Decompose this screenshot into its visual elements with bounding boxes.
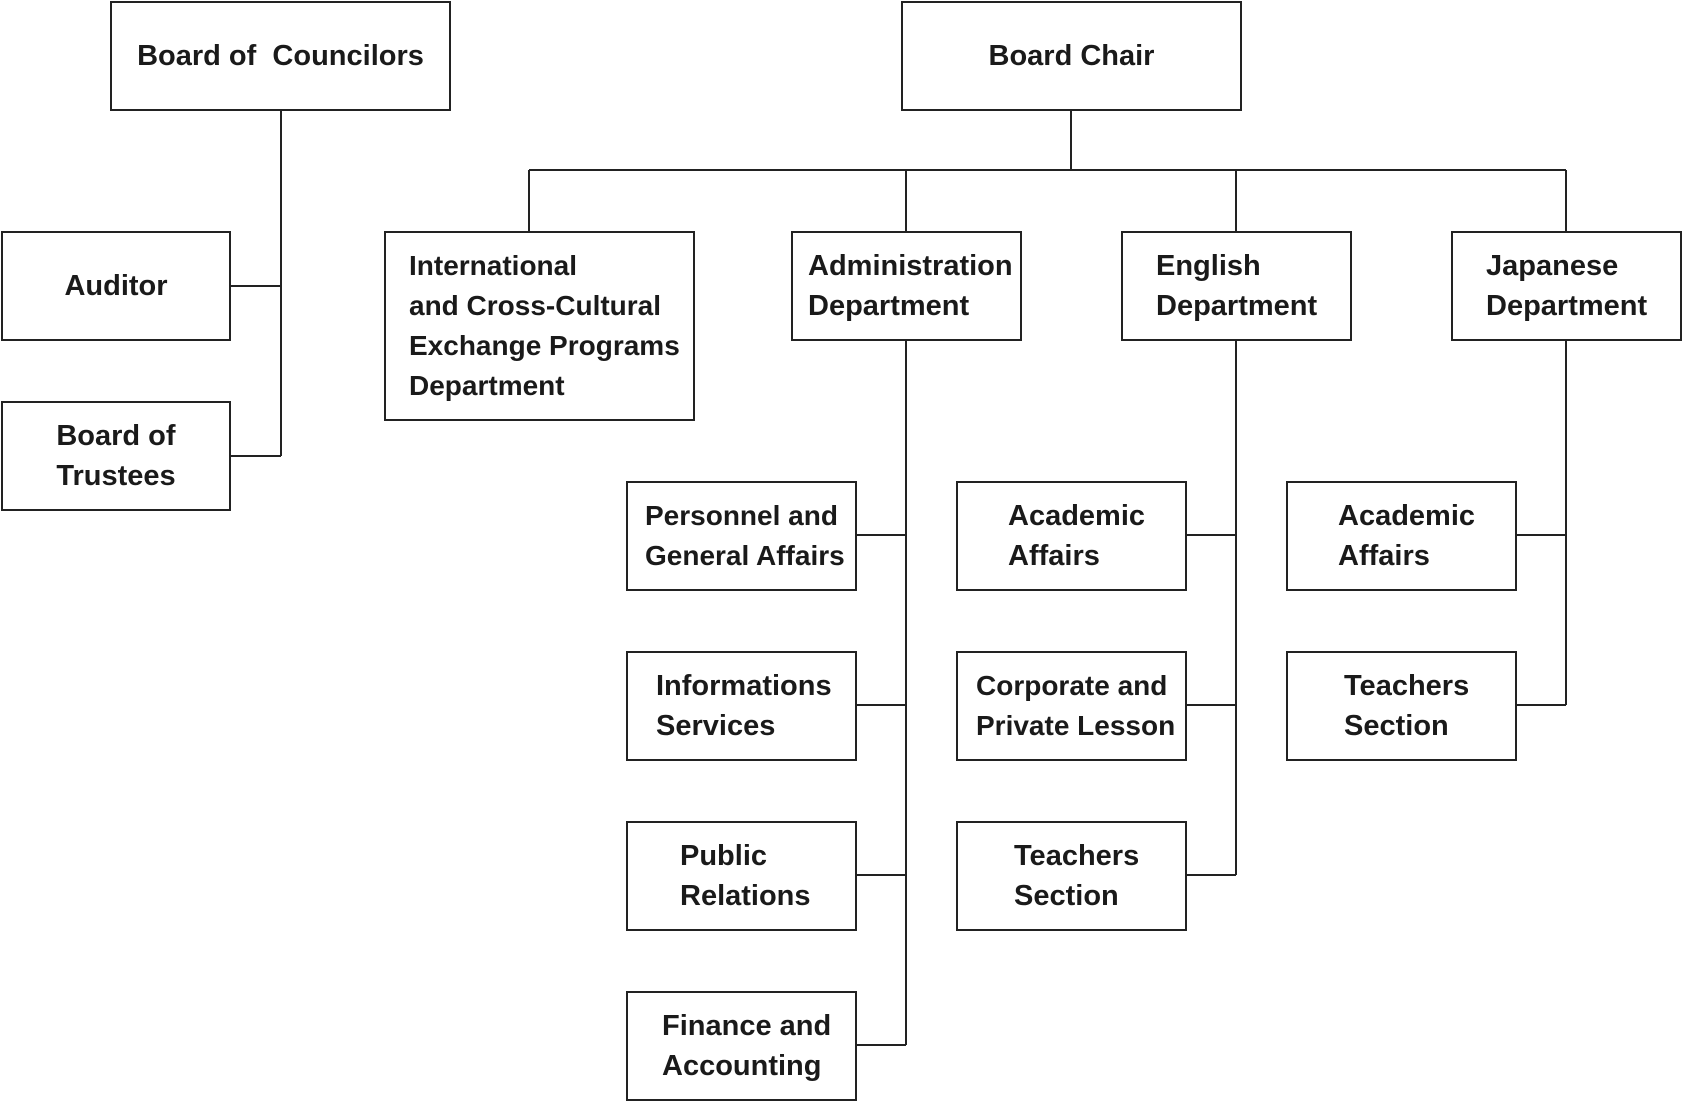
auditor-box: Auditor: [1, 231, 231, 341]
informations-services-box: Informations Services: [626, 651, 857, 761]
board-of-trustees-box: Board of Trustees: [1, 401, 231, 511]
section-label: Public Relations: [680, 840, 811, 912]
english-department-box: English Department: [1121, 231, 1352, 341]
international-department-label: International and Cross-Cultural Exchang…: [409, 250, 680, 401]
auditor-label: Auditor: [64, 270, 168, 302]
english-teachers-section-box: Teachers Section: [956, 821, 1187, 931]
personnel-general-affairs-box: Personnel and General Affairs: [626, 481, 857, 591]
board-of-trustees-label: Board of Trustees: [56, 420, 176, 492]
finance-accounting-box: Finance and Accounting: [626, 991, 857, 1101]
section-label: Academic Affairs: [1008, 500, 1146, 572]
administration-department-label: Administration Department: [808, 250, 1013, 322]
section-label: Corporate and Private Lesson: [976, 670, 1176, 741]
japanese-department-box: Japanese Department: [1451, 231, 1682, 341]
english-department-label: English Department: [1156, 250, 1318, 322]
section-label: Academic Affairs: [1338, 500, 1476, 572]
board-chair-label: Board Chair: [988, 40, 1155, 72]
section-label: Personnel and General Affairs: [645, 500, 845, 571]
board-of-councilors-box: Board of Councilors: [110, 1, 451, 111]
japanese-teachers-section-box: Teachers Section: [1286, 651, 1517, 761]
japanese-department-label: Japanese Department: [1486, 250, 1648, 322]
board-of-councilors-label: Board of Councilors: [137, 40, 424, 72]
section-label: Informations Services: [656, 670, 832, 742]
administration-department-box: Administration Department: [791, 231, 1022, 341]
section-label: Finance and Accounting: [662, 1010, 832, 1082]
corporate-private-lesson-box: Corporate and Private Lesson: [956, 651, 1187, 761]
board-chair-box: Board Chair: [901, 1, 1242, 111]
public-relations-box: Public Relations: [626, 821, 857, 931]
english-academic-affairs-box: Academic Affairs: [956, 481, 1187, 591]
section-label: Teachers Section: [1344, 670, 1470, 742]
international-department-box: International and Cross-Cultural Exchang…: [384, 231, 695, 421]
japanese-academic-affairs-box: Academic Affairs: [1286, 481, 1517, 591]
section-label: Teachers Section: [1014, 840, 1140, 912]
